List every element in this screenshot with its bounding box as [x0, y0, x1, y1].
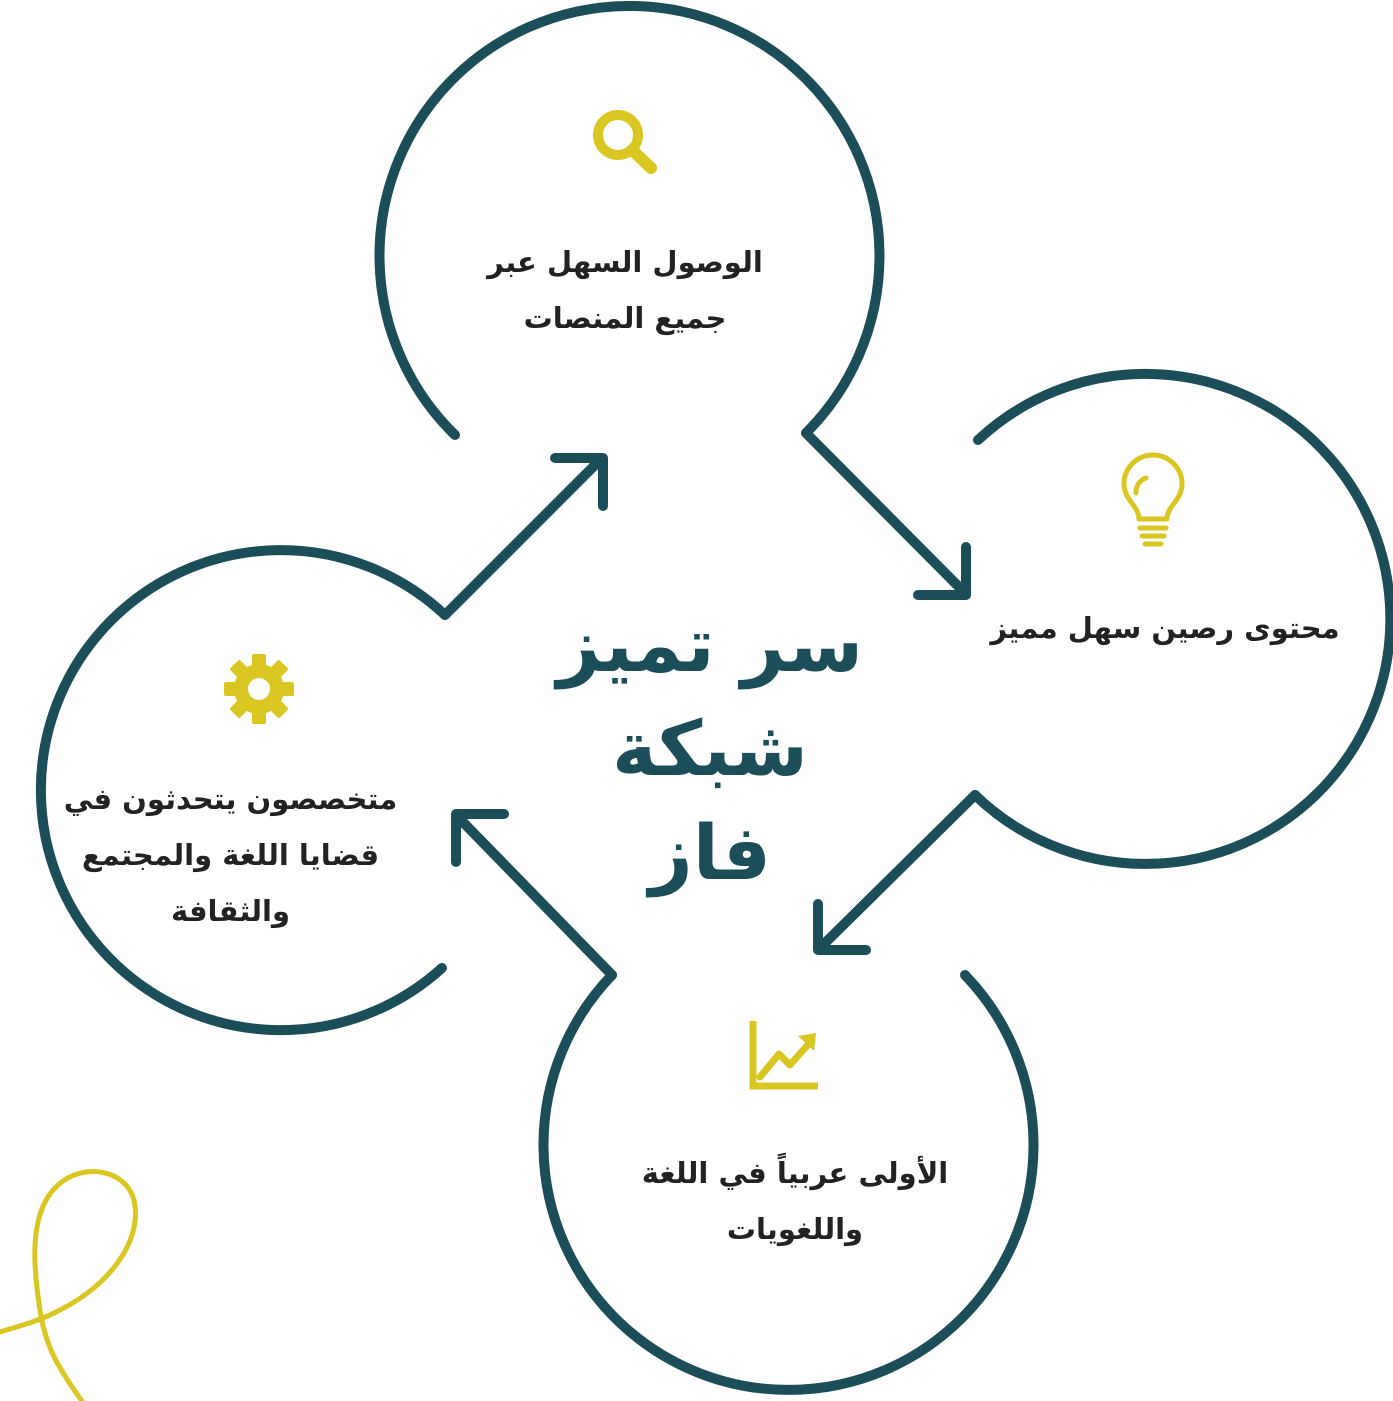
gear-icon — [224, 654, 294, 724]
label-access-line2: جميع المنصات — [523, 301, 727, 335]
label-experts: متخصصون يتحدثون في قضايا اللغة والمجتمع … — [18, 771, 443, 939]
search-icon — [593, 110, 657, 174]
label-access: الوصول السهل عبر جميع المنصات — [440, 234, 810, 346]
label-first-line2: واللغويات — [726, 1212, 864, 1246]
label-first: الأولى عربياً في اللغة واللغويات — [595, 1145, 995, 1257]
lightbulb-icon — [1121, 452, 1185, 547]
ring-right — [970, 368, 1393, 869]
arrow-bottom-to-left — [451, 809, 617, 980]
arrow-left-to-top — [440, 453, 608, 620]
label-content: محتوى رصين سهل مميز — [955, 600, 1375, 656]
label-experts-line3: والثقافة — [170, 894, 291, 928]
label-experts-line1: متخصصون يتحدثون في — [63, 782, 398, 816]
title-line1: سر تميز — [556, 600, 864, 689]
label-experts-line2: قضايا اللغة والمجتمع — [81, 838, 380, 872]
label-access-line1: الوصول السهل عبر — [487, 245, 763, 279]
arrow-top-to-right — [801, 428, 971, 600]
diagram-title: سر تميز شبكة فاز — [540, 593, 880, 905]
label-first-line1: الأولى عربياً في اللغة — [641, 1156, 949, 1190]
ring-left — [35, 545, 450, 1036]
ring-top — [374, 0, 885, 440]
arrow-right-to-bottom — [813, 790, 980, 955]
label-content-line1: محتوى رصين سهل مميز — [990, 611, 1340, 645]
decorative-loop — [0, 1169, 138, 1401]
growth-chart-icon — [749, 1021, 818, 1090]
title-line2: شبكة فاز — [611, 704, 809, 897]
ring-bottom — [538, 970, 1039, 1395]
